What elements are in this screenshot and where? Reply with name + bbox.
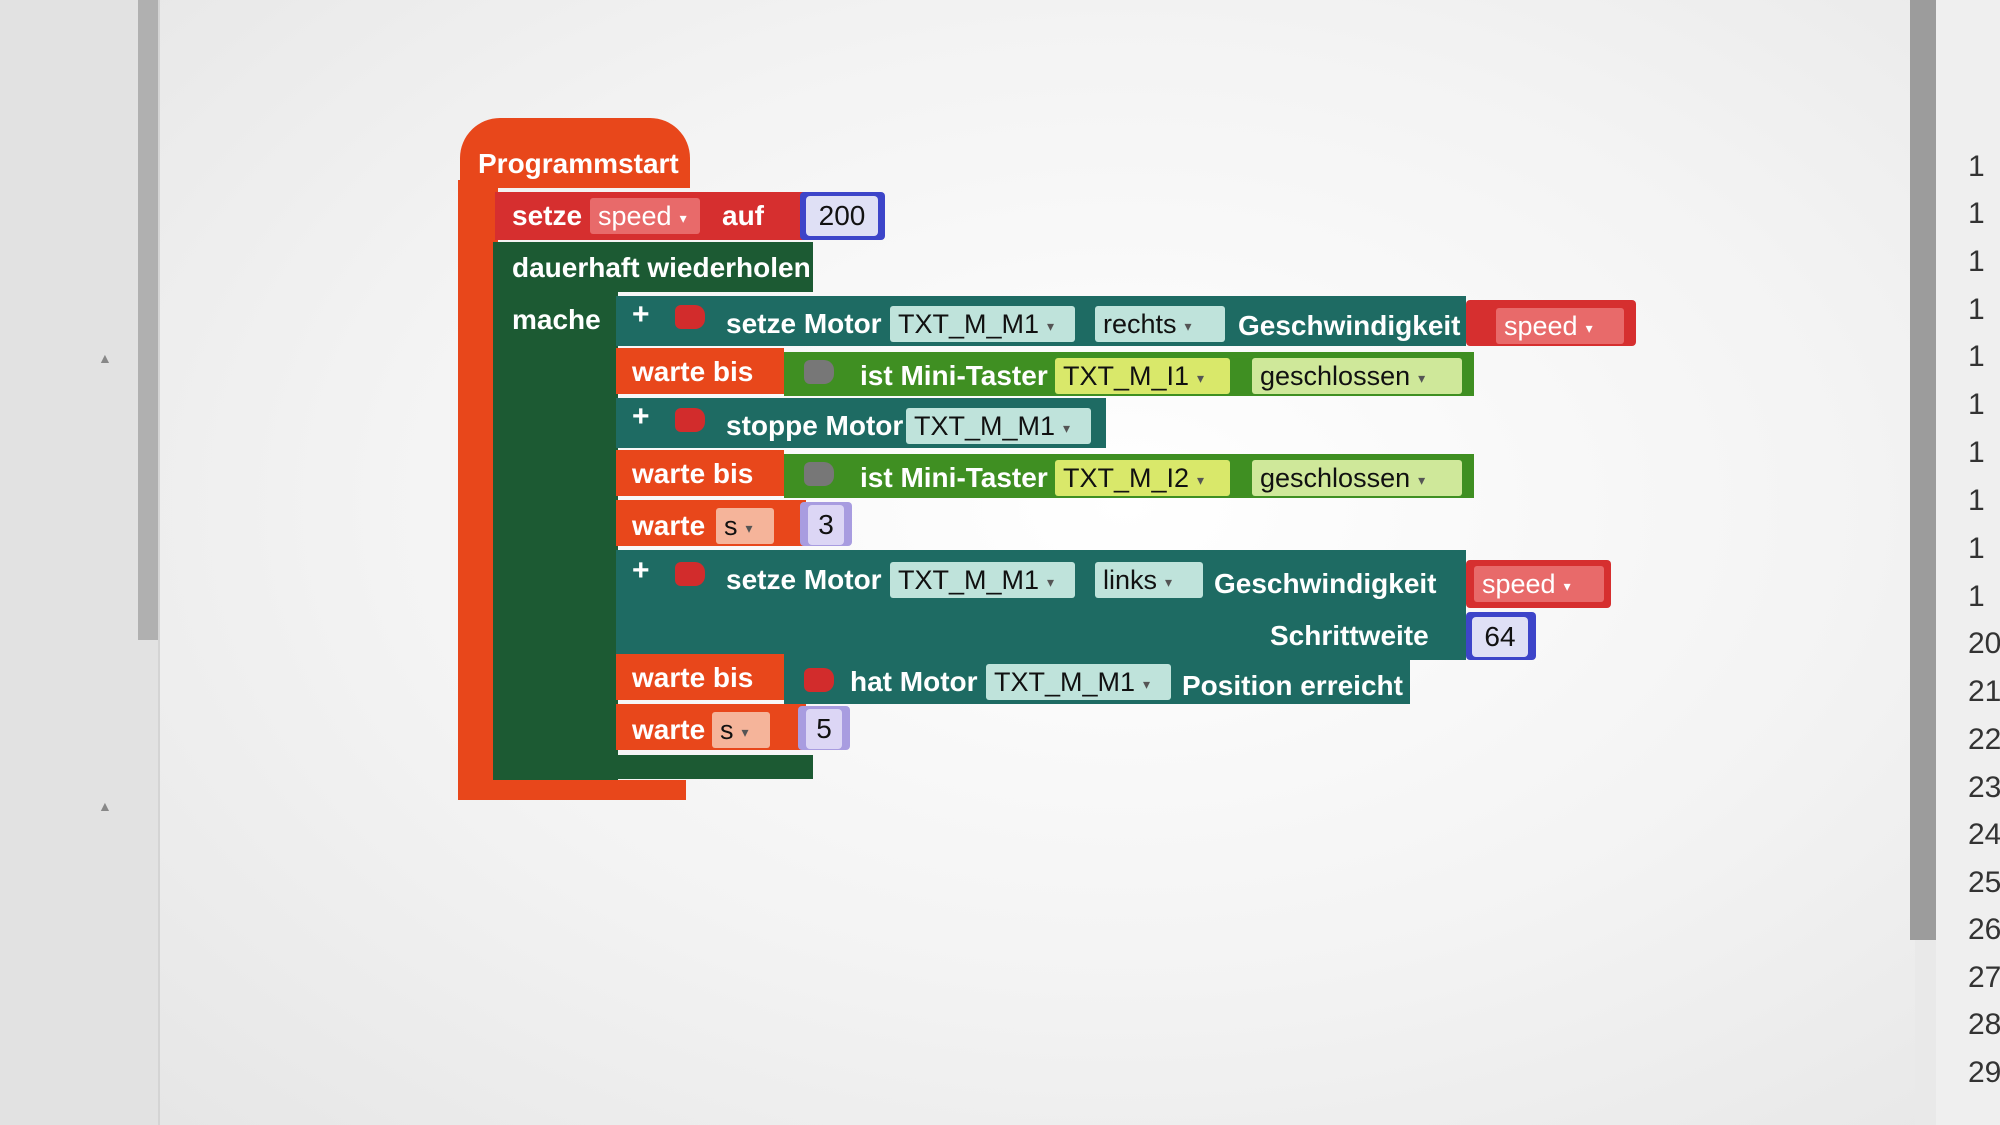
toolbox-scrollbar[interactable] xyxy=(138,0,158,640)
wait-block[interactable] xyxy=(616,500,806,546)
wait-label-2: warte xyxy=(632,714,706,745)
line-number: 1 xyxy=(1968,580,1985,613)
line-number: 1 xyxy=(1968,436,1985,469)
motor-icon-3 xyxy=(675,562,705,586)
line-number: 22 xyxy=(1968,723,2000,756)
wait-until-block-3[interactable] xyxy=(616,654,784,700)
line-number: 20 xyxy=(1968,627,2000,660)
program-start-block-body[interactable] xyxy=(458,180,498,800)
switch-icon xyxy=(804,360,834,384)
wait-block-2[interactable] xyxy=(616,704,806,750)
plus-icon[interactable]: + xyxy=(632,298,650,331)
state-dropdown[interactable]: geschlossen▾ xyxy=(1252,358,1462,394)
state-dropdown-2[interactable]: geschlossen▾ xyxy=(1252,460,1462,496)
line-number: 1 xyxy=(1968,150,1985,183)
line-number: 28 xyxy=(1968,1008,2000,1041)
code-line-gutter xyxy=(1936,0,2000,1125)
line-number: 23 xyxy=(1968,771,2000,804)
motor-icon-2 xyxy=(675,408,705,432)
forever-loop-label: dauerhaft wiederholen xyxy=(512,252,811,283)
line-number: 1 xyxy=(1968,484,1985,517)
has-motor-label: hat Motor xyxy=(850,666,978,697)
workspace-scrollbar[interactable] xyxy=(1910,0,1936,940)
wait-label: warte xyxy=(632,510,706,541)
forever-loop-block[interactable] xyxy=(493,242,813,292)
motor-icon xyxy=(675,305,705,329)
do-label: mache xyxy=(512,304,601,335)
plus-icon-3[interactable]: + xyxy=(632,554,650,587)
program-start-label: Programmstart xyxy=(478,148,679,179)
line-number: 24 xyxy=(1968,818,2000,851)
loop-body-left[interactable] xyxy=(493,290,618,780)
loop-foot[interactable] xyxy=(493,755,813,779)
program-start-block-foot[interactable] xyxy=(458,780,686,800)
line-number: 29 xyxy=(1968,1056,2000,1089)
direction-dropdown-2[interactable]: links▾ xyxy=(1095,562,1203,598)
set-motor-label-2: setze Motor xyxy=(726,564,882,595)
toolbox-panel: ▲ ▲ xyxy=(0,0,160,1125)
speed-label: Geschwindigkeit xyxy=(1238,310,1461,341)
motor-dropdown[interactable]: TXT_M_M1▾ xyxy=(890,306,1075,342)
set-label: setze xyxy=(512,200,583,231)
motor-dropdown-2[interactable]: TXT_M_M1▾ xyxy=(906,408,1091,444)
scroll-up-icon-2[interactable]: ▲ xyxy=(98,798,112,814)
switch-icon-2 xyxy=(804,462,834,486)
wait-until-label: warte bis xyxy=(632,356,754,387)
line-number: 1 xyxy=(1968,293,1985,326)
motor-dropdown-4[interactable]: TXT_M_M1▾ xyxy=(986,664,1171,700)
speed-label-2: Geschwindigkeit xyxy=(1214,568,1437,599)
line-number: 1 xyxy=(1968,532,1985,565)
position-reached-label: Position erreicht xyxy=(1182,670,1403,701)
line-number: 25 xyxy=(1968,866,2000,899)
program-start-block-hat[interactable] xyxy=(460,118,690,188)
stop-motor-label: stoppe Motor xyxy=(726,410,904,441)
number-input[interactable]: 200 xyxy=(806,196,878,236)
speed-variable-dropdown[interactable]: speed▾ xyxy=(1496,308,1624,344)
direction-dropdown[interactable]: rechts▾ xyxy=(1095,306,1225,342)
mini-switch-label-2: ist Mini-Taster xyxy=(860,462,1048,493)
line-number: 26 xyxy=(1968,913,2000,946)
to-label: auf xyxy=(722,200,764,231)
speed-variable-dropdown-2[interactable]: speed▾ xyxy=(1474,566,1604,602)
step-label: Schrittweite xyxy=(1270,620,1429,651)
line-number: 1 xyxy=(1968,245,1985,278)
plus-icon-2[interactable]: + xyxy=(632,400,650,433)
wait-until-block-2[interactable] xyxy=(616,450,784,496)
variable-dropdown[interactable]: speed▾ xyxy=(590,198,700,234)
number-input-2[interactable]: 3 xyxy=(808,505,844,545)
line-number: 27 xyxy=(1968,961,2000,994)
mini-switch-label: ist Mini-Taster xyxy=(860,360,1048,391)
unit-dropdown-2[interactable]: s▾ xyxy=(712,712,770,748)
line-number: 21 xyxy=(1968,675,2000,708)
step-input[interactable]: 64 xyxy=(1472,617,1528,657)
line-number: 1 xyxy=(1968,340,1985,373)
motor-dropdown-3[interactable]: TXT_M_M1▾ xyxy=(890,562,1075,598)
unit-dropdown[interactable]: s▾ xyxy=(716,508,774,544)
scroll-up-icon[interactable]: ▲ xyxy=(98,350,112,366)
motor-icon-4 xyxy=(804,668,834,692)
line-number: 1 xyxy=(1968,197,1985,230)
wait-until-block[interactable] xyxy=(616,348,784,394)
number-input-3[interactable]: 5 xyxy=(806,709,842,749)
set-motor-label: setze Motor xyxy=(726,308,882,339)
switch-dropdown[interactable]: TXT_M_I1▾ xyxy=(1055,358,1230,394)
line-number: 1 xyxy=(1968,388,1985,421)
wait-until-label-3: warte bis xyxy=(632,662,754,693)
wait-until-label-2: warte bis xyxy=(632,458,754,489)
switch-dropdown-2[interactable]: TXT_M_I2▾ xyxy=(1055,460,1230,496)
